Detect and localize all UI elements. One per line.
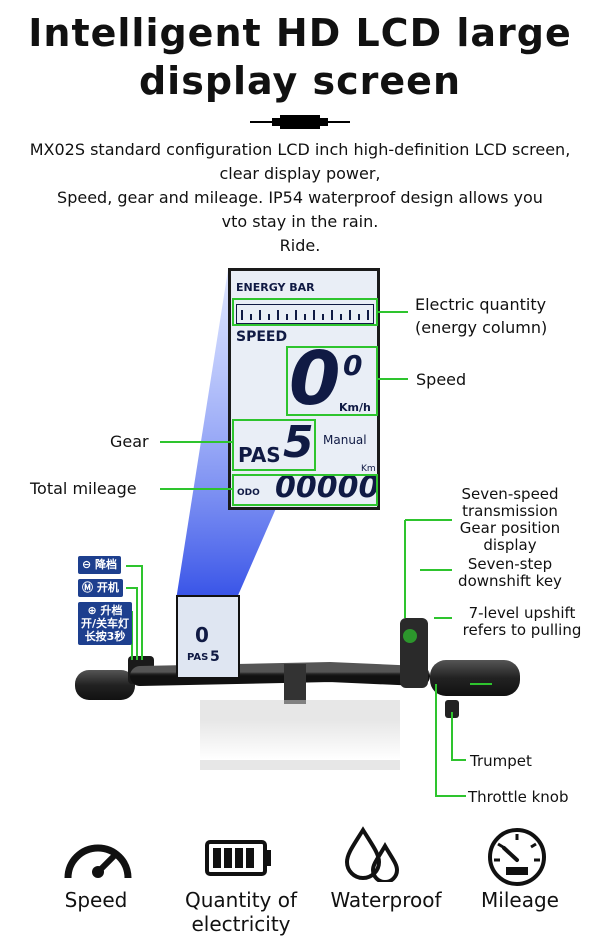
odo-label: ODO xyxy=(237,488,260,498)
annotation-upshift: 7-level upshift refers to pulling xyxy=(452,605,592,639)
speed-decimal: 0 xyxy=(343,349,363,382)
feature-label-mileage: Mileage xyxy=(481,888,559,912)
annotation-speed: Speed xyxy=(416,370,467,389)
svg-text:5: 5 xyxy=(210,649,220,665)
title-divider-icon xyxy=(250,115,350,129)
speed-label: SPEED xyxy=(236,329,288,345)
odo-value: 00000 xyxy=(275,470,380,505)
speed-highlight xyxy=(286,346,378,416)
annotation-downshift: Seven-step downshift key xyxy=(450,556,570,590)
feature-label-waterproof: Waterproof xyxy=(330,888,442,912)
energy-bar xyxy=(236,304,374,324)
upshift-key-label: ⊕ 升档 开/关车灯 长按3秒 xyxy=(78,602,133,645)
mode-label: Manual xyxy=(323,433,367,447)
annotation-line: 7-level upshift xyxy=(468,604,576,622)
connector-line xyxy=(378,378,408,380)
annotation-line: refers to pulling xyxy=(462,621,582,639)
annotation-throttle: Throttle knob xyxy=(468,788,569,806)
gear-highlight xyxy=(232,419,316,471)
connector-line xyxy=(378,311,408,313)
description-line: Ride. xyxy=(279,236,321,255)
annotation-line: Gear position xyxy=(459,519,561,537)
feature-label-speed: Speed xyxy=(64,888,128,912)
power-key-label: Ⓜ 开机 xyxy=(78,579,123,597)
odometer-icon xyxy=(488,828,546,886)
speed-unit: Km/h xyxy=(339,401,371,414)
description-line: MX02S standard configuration LCD inch hi… xyxy=(29,140,571,159)
svg-text:PAS: PAS xyxy=(187,652,208,663)
annotation-line: transmission xyxy=(462,502,558,520)
pas-label: PAS xyxy=(238,443,281,467)
connector-line xyxy=(160,488,232,490)
description-line: Speed, gear and mileage. IP54 waterproof… xyxy=(57,188,543,207)
annotation-gear: Gear xyxy=(110,432,149,451)
annotation-line: display xyxy=(483,536,537,554)
key-text: 开机 xyxy=(96,581,119,594)
svg-text:0: 0 xyxy=(195,623,209,647)
annotation-line: Seven-step xyxy=(467,555,553,573)
description-line: vto stay in the rain. xyxy=(221,212,379,231)
annotation-line: downshift key xyxy=(458,572,562,590)
page-title-line2: display screen xyxy=(138,59,462,103)
pas-value: 5 xyxy=(283,417,314,468)
page-title-line1: Intelligent HD LCD large xyxy=(28,11,572,55)
energy-bar-label: ENERGY BAR xyxy=(236,281,315,294)
water-drops-icon xyxy=(344,826,400,882)
battery-icon xyxy=(205,840,271,876)
speed-value: 0 xyxy=(289,336,341,422)
connector-line xyxy=(160,441,232,443)
feature-label-electricity: Quantity of electricity xyxy=(184,888,298,936)
annotation-trumpet: Trumpet xyxy=(470,752,532,770)
lcd-display: ENERGY BAR SPEED 0 0 Km/h PAS 5 Manual K… xyxy=(228,268,380,510)
annotation-total-mileage: Total mileage xyxy=(30,479,137,498)
annotation-line: Seven-speed xyxy=(461,485,559,503)
key-text: 长按3秒 xyxy=(84,630,126,643)
odo-highlight xyxy=(232,474,378,506)
odo-unit: Km xyxy=(361,464,376,474)
description-line: clear display power, xyxy=(219,164,381,183)
key-text: 开/关车灯 xyxy=(81,617,130,630)
key-text: 降档 xyxy=(95,558,118,571)
annotation-electric-quantity-2: (energy column) xyxy=(415,318,548,337)
energy-highlight xyxy=(232,298,378,326)
annotation-electric-quantity: Electric quantity xyxy=(415,295,547,314)
annotation-seven-speed: Seven-speed transmission Gear position d… xyxy=(450,486,570,554)
key-text: 升档 xyxy=(100,604,123,617)
downshift-key-label: ⊖ 降档 xyxy=(78,556,122,574)
speedometer-icon xyxy=(64,844,132,879)
